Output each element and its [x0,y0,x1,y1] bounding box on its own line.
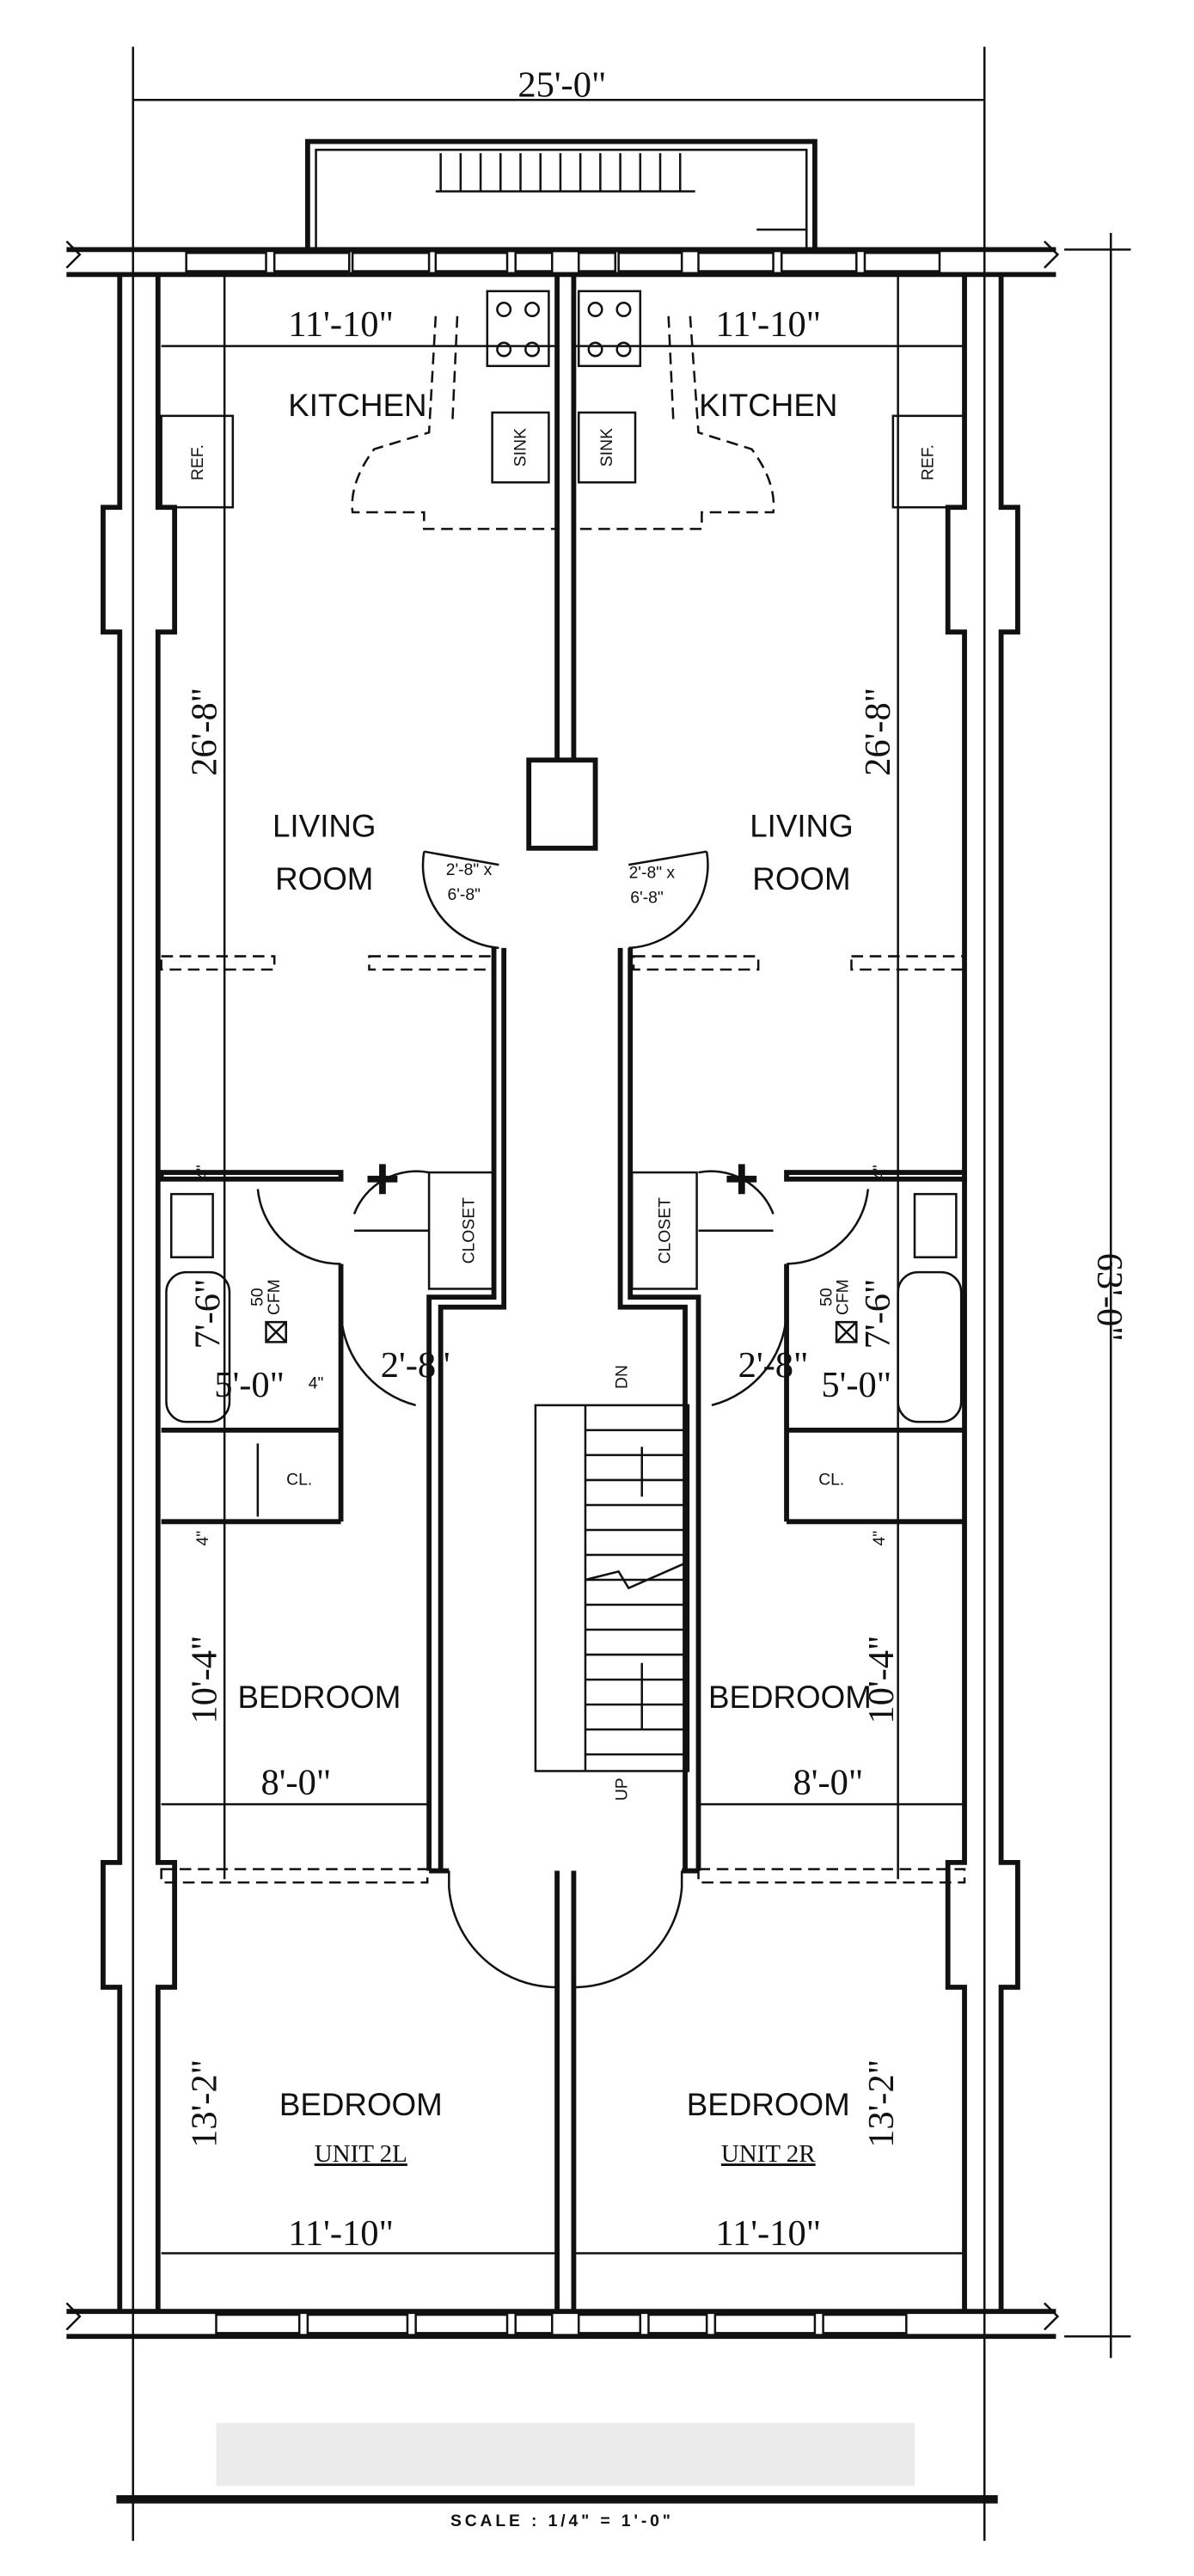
unit-label-2r: UNIT 2R [721,2140,816,2168]
stair-up-label: UP [612,1778,631,1801]
bath-door-2r: 2'-8" [738,1345,809,1386]
door-size-2r-line2: 6'-8" [630,889,664,908]
window [185,251,267,272]
overall-width-dimension: 25'-0" [517,64,606,105]
door-size-2r: 2'-8" x [629,864,676,883]
living-label-2r: LIVING [750,808,854,843]
bedroom-front-depth-2r: 10'-4" [861,1636,902,1724]
window [713,2313,817,2334]
bath-gap-2l: 4" [309,1374,324,1393]
ref-label-2r: REF. [918,444,937,480]
living-label-2l-line2: ROOM [275,861,373,896]
dimension-lines [132,46,1131,2542]
living-label-2l: LIVING [272,808,377,843]
redacted-title-block [216,2422,915,2487]
closet-cl-2r: CL. [818,1471,844,1490]
window [617,251,683,272]
bedroom-rear-label-2l: BEDROOM [279,2087,443,2122]
closet-cl-2l: CL. [286,1471,312,1490]
stair [534,1404,690,1772]
wall-4-bot-2l: 4" [193,1531,212,1546]
light-fixture-icon [367,1164,398,1195]
window [863,251,941,272]
window [215,2313,301,2334]
overall-depth-dimension: 63'-0" [1089,1253,1130,1342]
living-depth-2r: 26'-8" [858,688,898,776]
scale-note: SCALE : 1/4" = 1'-0" [450,2512,674,2530]
fan-label-2l: 50 [248,1288,267,1306]
sink-label-2l: SINK [511,428,530,467]
bath-width-2r: 5'-0" [821,1365,891,1405]
bedroom-front-label-2l: BEDROOM [237,1680,401,1715]
door-size-2l-line2: 6'-8" [447,885,481,904]
kitchen-label-2r: KITCHEN [699,388,837,423]
closet-label-2l: CLOSET [459,1197,478,1264]
bedroom-rear-width-2r: 11'-10" [715,2213,821,2254]
door-size-2l: 2'-8" x [446,860,493,879]
window [577,2313,642,2334]
stair-down-label: DN [612,1365,631,1389]
light-fixture-icon [726,1164,757,1195]
window [780,251,858,272]
window [577,251,617,272]
bath-door-2l: 2'-8" [381,1345,451,1386]
sink [491,411,550,484]
window [306,2313,409,2334]
window [434,251,509,272]
bedroom-front-width-2l: 8'-0" [260,1763,331,1803]
bedroom-rear-label-2r: BEDROOM [687,2087,850,2122]
wall-4-bot-2r: 4" [870,1531,889,1546]
bath-length-2r: 7'-6" [858,1279,898,1349]
kitchen-width-2l: 11'-10" [288,304,394,345]
refrigerator [160,414,235,509]
unit-label-2l: UNIT 2L [315,2140,407,2168]
window [351,251,431,272]
kitchen-width-2r: 11'-10" [715,304,821,345]
living-label-2r-line2: ROOM [752,861,850,896]
bedroom-front-label-2r: BEDROOM [708,1680,872,1715]
party-walls [421,274,709,2312]
bedroom-front-depth-2l: 10'-4" [184,1636,224,1724]
unit-2l [158,274,558,2255]
window [272,251,351,272]
bedroom-rear-width-2l: 11'-10" [288,2213,394,2254]
stove [577,290,642,368]
wall-4-top-2l: 4" [193,1165,212,1180]
rear-fire-stair [304,138,817,253]
bath-length-2l: 7'-6" [187,1279,228,1349]
unit-2r [573,274,967,2255]
closet-label-2r: CLOSET [656,1197,675,1264]
bath-width-2l: 5'-0" [214,1365,285,1405]
window [514,251,554,272]
window [697,251,775,272]
fan-label-2l-line2: CFM [265,1279,284,1315]
window [514,2313,554,2334]
window [647,2313,708,2334]
living-depth-2l: 26'-8" [184,688,224,776]
kitchen-label-2l: KITCHEN [288,388,426,423]
bedroom-rear-depth-2r: 13'-2" [861,2059,902,2148]
window [822,2313,908,2334]
bedroom-front-width-2r: 8'-0" [793,1763,864,1803]
fan-label-2r-line2: CFM [834,1279,853,1315]
wall-4-top-2r: 4" [870,1165,889,1180]
window [414,2313,509,2334]
stove [486,290,550,368]
bedroom-rear-depth-2l: 13'-2" [184,2059,224,2148]
fan-label-2r: 50 [817,1288,836,1306]
sink [577,411,637,484]
ref-label-2l: REF. [188,444,207,480]
refrigerator [891,414,966,509]
dashed-beams [160,955,966,1884]
sink-label-2r: SINK [597,428,616,467]
